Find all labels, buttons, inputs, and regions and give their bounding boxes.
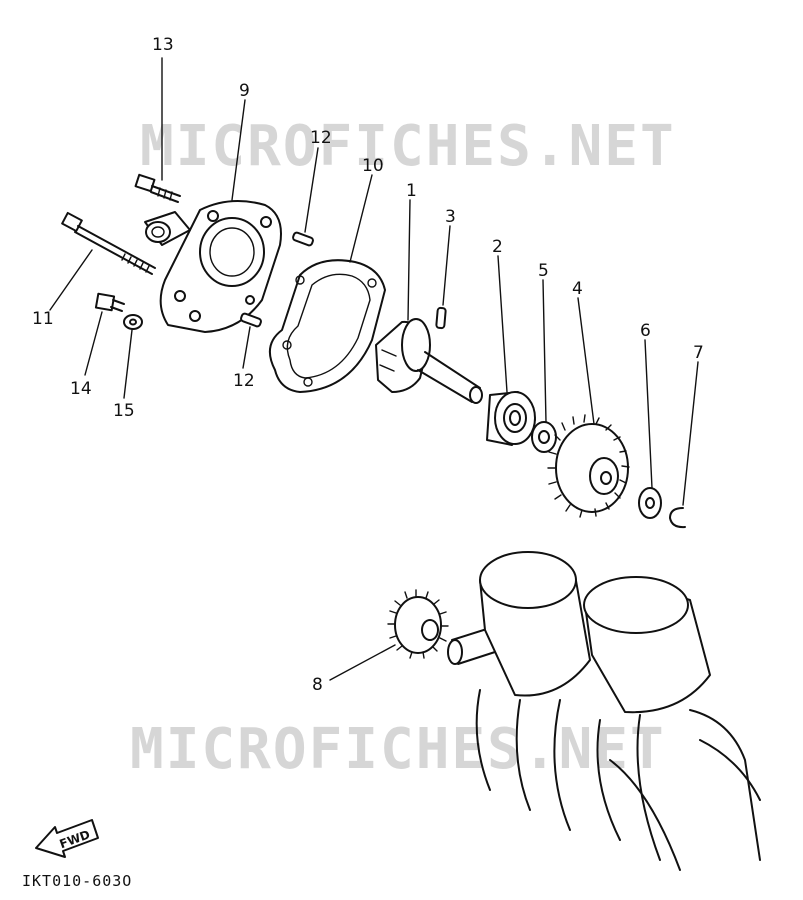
part-5-washer (531, 421, 557, 453)
part-14-bolt (94, 292, 125, 312)
callout-8: 8 (312, 675, 323, 695)
part-9-pump-housing (144, 200, 282, 333)
callout-14: 14 (70, 379, 92, 399)
part-7-circlip (669, 507, 686, 529)
part-4-gear (547, 414, 630, 518)
part-12-dowel-pin-upper (292, 231, 314, 247)
part-10-gasket (268, 259, 386, 393)
part-13-bolt (134, 173, 181, 203)
callout-7: 7 (693, 343, 704, 363)
part-3-pin (435, 306, 447, 330)
part-2-bearing (486, 391, 536, 446)
watermark-bottom: MICROFICHES.NET (130, 717, 666, 782)
callout-4: 4 (572, 279, 583, 299)
callout-10: 10 (362, 156, 384, 176)
callout-numbers: 13 9 12 10 1 3 2 5 4 6 7 11 12 14 15 8 (32, 35, 704, 695)
watermark-top: MICROFICHES.NET (140, 114, 676, 179)
crankshaft-assembly (447, 551, 761, 871)
callout-5: 5 (538, 261, 549, 281)
part-8-drive-gear (387, 589, 449, 659)
part-11-long-bolt (61, 211, 156, 275)
callout-1: 1 (406, 181, 417, 201)
fwd-arrow-icon: FWD (35, 819, 99, 858)
part-15-washer (123, 314, 143, 330)
callout-6: 6 (640, 321, 651, 341)
diagram-code: IKT010-603O (22, 872, 132, 890)
callout-15: 15 (113, 401, 135, 421)
callout-13: 13 (152, 35, 174, 55)
callout-3: 3 (445, 207, 456, 227)
callout-9: 9 (239, 81, 250, 101)
part-1-impeller-shaft (375, 318, 483, 404)
part-12-dowel-pin-lower (240, 312, 262, 328)
callout-11: 11 (32, 309, 54, 329)
callout-2: 2 (492, 237, 503, 257)
leader-lines (49, 57, 699, 681)
callout-12-upper: 12 (310, 128, 332, 148)
callout-12-lower: 12 (233, 371, 255, 391)
part-6-washer (638, 487, 662, 519)
